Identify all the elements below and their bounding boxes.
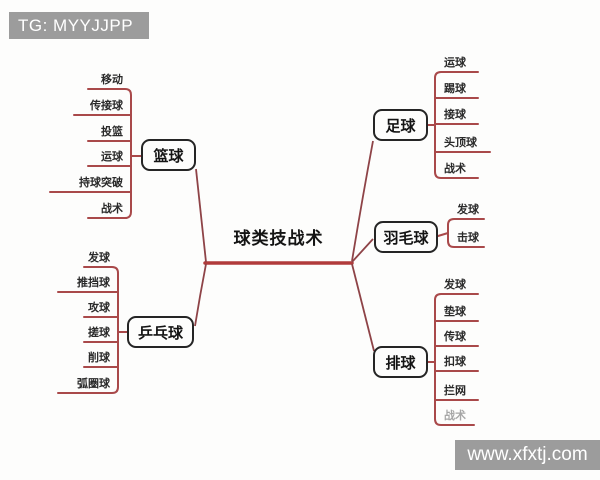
leaf-basketball-0: 移动 <box>101 74 123 86</box>
root-topic: 球类技战术 <box>233 229 324 248</box>
leaf-tabletennis-2: 攻球 <box>88 302 110 314</box>
leaf-tabletennis-5: 弧圈球 <box>77 378 110 390</box>
leaf-basketball-5: 战术 <box>101 203 123 215</box>
connector-basketball <box>195 168 207 263</box>
node-table-tennis: 乒乓球 <box>127 316 194 348</box>
leaf-soccer-1: 踢球 <box>444 83 466 95</box>
connector-volleyball <box>351 263 375 352</box>
leaf-badminton-0: 发球 <box>457 204 479 216</box>
volleyball-children-bracket <box>427 293 479 426</box>
basketball-children-bracket <box>49 88 142 219</box>
watermark-top-left: TG: MYYJJPP <box>9 12 149 39</box>
leaf-volleyball-1: 垫球 <box>444 306 466 318</box>
leaf-tabletennis-0: 发球 <box>88 252 110 264</box>
node-soccer: 足球 <box>373 109 428 141</box>
tabletennis-children-bracket <box>57 266 128 394</box>
badminton-children-bracket <box>437 218 485 248</box>
leaf-basketball-1: 传接球 <box>90 100 123 112</box>
leaf-tabletennis-1: 推挡球 <box>77 277 110 289</box>
leaf-tabletennis-3: 搓球 <box>88 327 110 339</box>
leaf-soccer-3: 头顶球 <box>444 137 477 149</box>
node-badminton: 羽毛球 <box>374 221 438 253</box>
connector-soccer <box>351 140 374 262</box>
leaf-volleyball-4: 拦网 <box>444 385 466 397</box>
leaf-tabletennis-4: 削球 <box>88 352 110 364</box>
connector-badminton <box>351 238 374 263</box>
leaf-volleyball-0: 发球 <box>444 279 466 291</box>
watermark-bottom-right: www.xfxtj.com <box>455 440 600 470</box>
leaf-volleyball-5: 战术 <box>444 410 466 422</box>
leaf-basketball-2: 投篮 <box>101 126 123 138</box>
leaf-basketball-4: 持球突破 <box>79 177 123 189</box>
leaf-soccer-0: 运球 <box>444 57 466 69</box>
leaf-soccer-4: 战术 <box>444 163 466 175</box>
node-volleyball: 排球 <box>373 346 428 378</box>
connector-tabletennis <box>194 263 207 327</box>
leaf-volleyball-2: 传球 <box>444 331 466 343</box>
root-branch-connectors <box>194 140 375 352</box>
node-basketball: 篮球 <box>141 139 196 171</box>
leaf-basketball-3: 运球 <box>101 151 123 163</box>
leaf-soccer-2: 接球 <box>444 109 466 121</box>
leaf-badminton-1: 击球 <box>457 232 479 244</box>
leaf-volleyball-3: 扣球 <box>444 356 466 368</box>
soccer-children-bracket <box>427 71 491 179</box>
